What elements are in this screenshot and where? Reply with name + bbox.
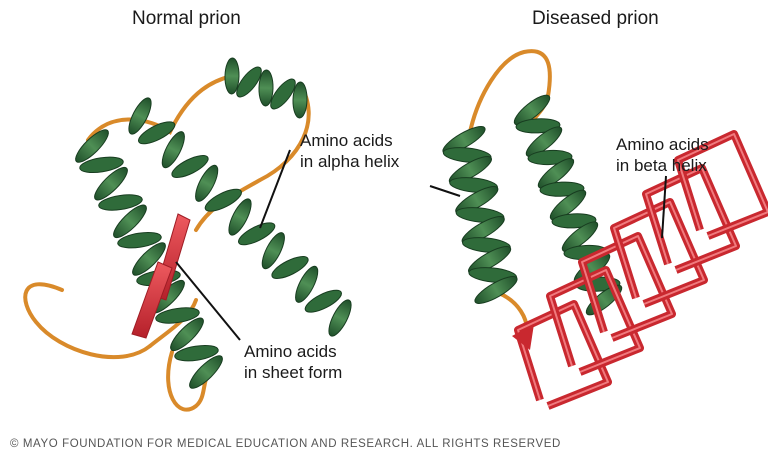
normal-prion-title: Normal prion bbox=[132, 8, 241, 30]
diseased-helix-a bbox=[440, 122, 521, 308]
diseased-prion-title: Diseased prion bbox=[532, 8, 659, 30]
helixC-turn bbox=[293, 82, 308, 118]
diseased-prion-structure bbox=[440, 51, 768, 406]
normal-loop-left bbox=[25, 284, 150, 357]
label-sheet-line1: Amino acids bbox=[244, 341, 342, 362]
label-beta-line1: Amino acids bbox=[616, 134, 709, 155]
label-alpha-line2: in alpha helix bbox=[300, 151, 399, 172]
label-alpha-helix: Amino acids in alpha helix bbox=[300, 130, 399, 172]
copyright-footer: © MAYO FOUNDATION FOR MEDICAL EDUCATION … bbox=[10, 438, 561, 450]
leader-alpha bbox=[260, 150, 290, 228]
normal-helix-c bbox=[225, 58, 308, 118]
label-beta-helix: Amino acids in beta helix bbox=[616, 134, 709, 176]
label-alpha-line1: Amino acids bbox=[300, 130, 399, 151]
label-sheet-line2: in sheet form bbox=[244, 362, 342, 383]
beta-helix-rung bbox=[518, 304, 608, 406]
label-beta-line2: in beta helix bbox=[616, 155, 709, 176]
label-sheet-form: Amino acids in sheet form bbox=[244, 341, 342, 383]
